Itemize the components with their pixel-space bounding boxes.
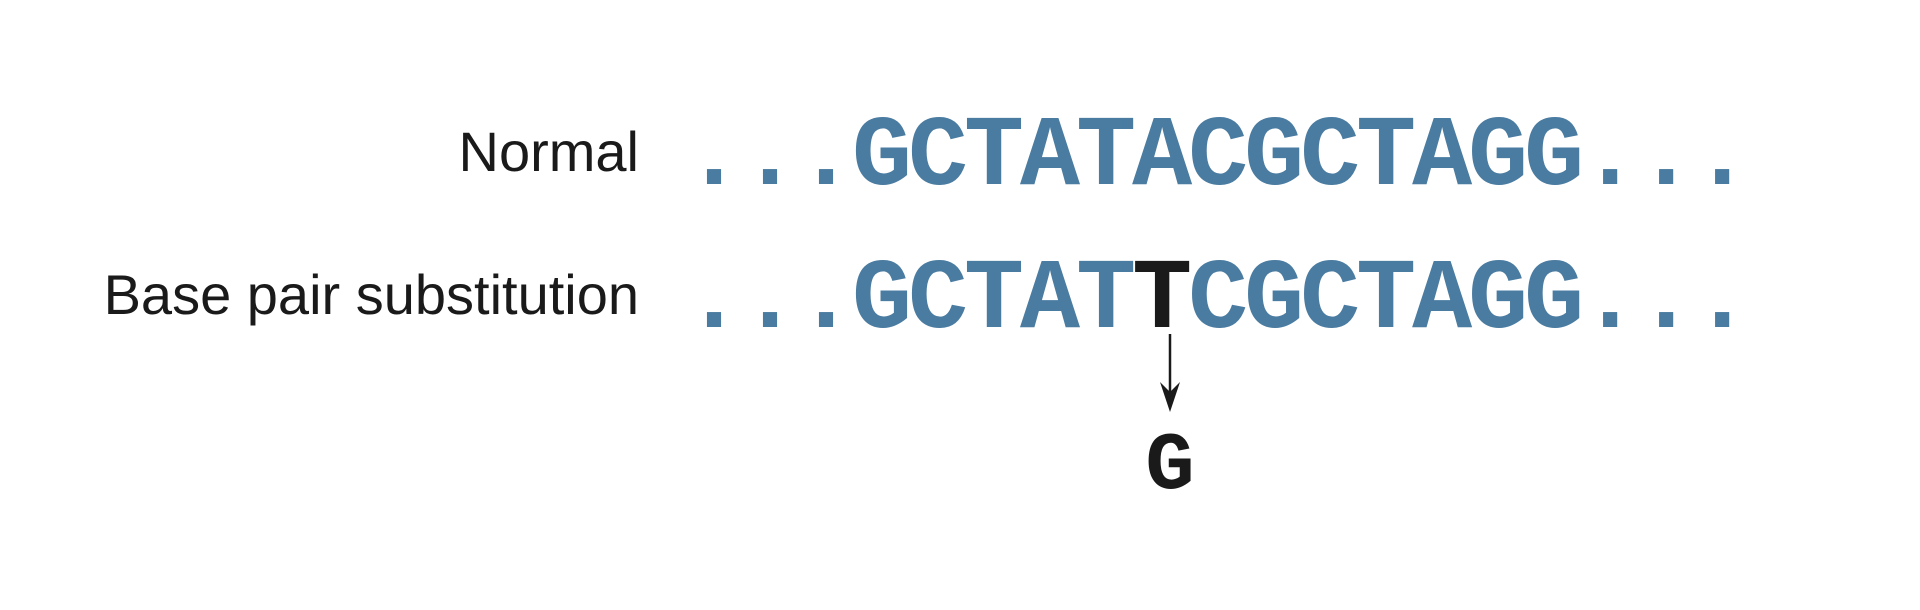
normal-sequence: ...GCTATACGCTAGG... [684,102,1748,215]
down-arrow-icon [1160,334,1180,412]
substitution-sequence: ...GCTATTCGCTAGG... [684,245,1748,358]
normal-label: Normal [459,120,639,183]
substitution-label: Base pair substitution [104,263,639,326]
substituted-base: T [1132,245,1190,358]
replacement-base: G [1145,420,1194,513]
sequence-suffix: CGCTAGG... [1188,245,1748,358]
sequence-prefix: ...GCTAT [684,245,1134,358]
